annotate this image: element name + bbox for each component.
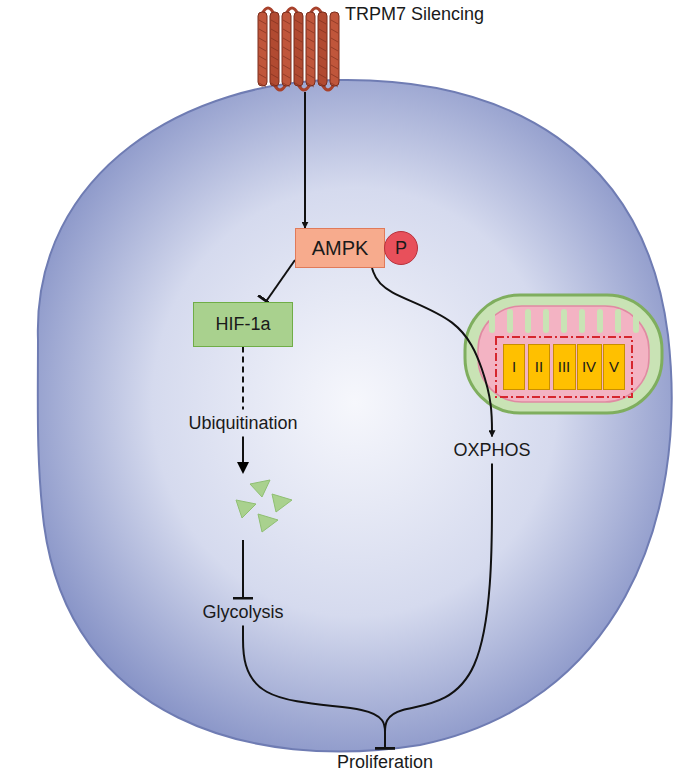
connector — [242, 347, 244, 410]
node-text: P — [395, 238, 407, 259]
node-text: IV — [582, 358, 596, 375]
complex-box: IV — [577, 344, 602, 390]
mitochondrion — [465, 295, 662, 413]
connector — [385, 464, 492, 749]
process-label: OXPHOS — [448, 437, 536, 464]
connector — [266, 260, 295, 302]
node-text: V — [609, 358, 619, 375]
node-text: HIF-1a — [215, 314, 270, 335]
process-box: AMPK — [295, 228, 385, 268]
node-text: OXPHOS — [453, 440, 530, 461]
connector — [304, 92, 306, 228]
connector — [372, 268, 492, 437]
connector — [243, 626, 385, 749]
outcome-label: Proliferation — [332, 749, 439, 776]
complex-box: III — [553, 344, 576, 390]
complex-box: II — [528, 344, 550, 390]
node-text: Glycolysis — [202, 602, 283, 623]
cell-body — [38, 80, 672, 752]
node-text: Proliferation — [337, 752, 433, 773]
node-text: I — [512, 358, 516, 375]
node-text: AMPK — [312, 237, 369, 260]
phospho-circle: P — [384, 231, 418, 265]
process-label: Glycolysis — [197, 599, 289, 626]
channel-name: TRPM7 Silencing — [345, 4, 484, 25]
process-box: HIF-1a — [193, 302, 293, 347]
channel-label: TRPM7 Silencing — [250, 0, 500, 92]
node-text: Ubiquitination — [188, 413, 297, 434]
degraded-fragments — [236, 462, 292, 532]
connector — [242, 437, 244, 599]
complex-box: V — [603, 344, 625, 390]
complex-bracket — [496, 337, 632, 397]
step-label: Ubiquitination — [183, 410, 303, 437]
node-text: III — [558, 358, 571, 375]
trpm7-channel — [258, 8, 339, 90]
node-text: II — [535, 358, 543, 375]
complex-box: I — [503, 344, 525, 390]
